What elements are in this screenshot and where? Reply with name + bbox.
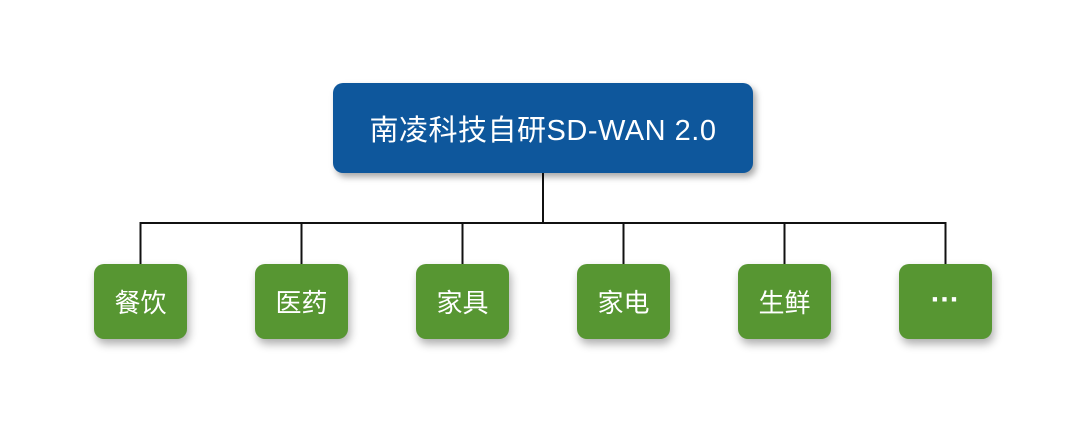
root-node-label: 南凌科技自研SD-WAN 2.0 xyxy=(369,115,717,147)
child-node-fresh-food: 生鲜 xyxy=(738,264,831,339)
child-node-furniture: 家具 xyxy=(416,264,509,339)
node-label: 生鲜 xyxy=(758,288,811,318)
node-label: 家具 xyxy=(436,288,489,318)
child-node-appliances: 家电 xyxy=(577,264,670,339)
node-label: 家电 xyxy=(597,288,650,318)
child-node-pharma: 医药 xyxy=(255,264,348,339)
children-row: 餐饮 医药 家具 家电 生鲜 … xyxy=(94,264,992,339)
child-node-catering: 餐饮 xyxy=(94,264,187,339)
node-label: … xyxy=(929,274,962,308)
child-node-ellipsis: … xyxy=(899,264,992,339)
root-node: 南凌科技自研SD-WAN 2.0 xyxy=(333,83,753,173)
node-label: 医药 xyxy=(275,288,328,318)
node-label: 餐饮 xyxy=(114,288,167,318)
